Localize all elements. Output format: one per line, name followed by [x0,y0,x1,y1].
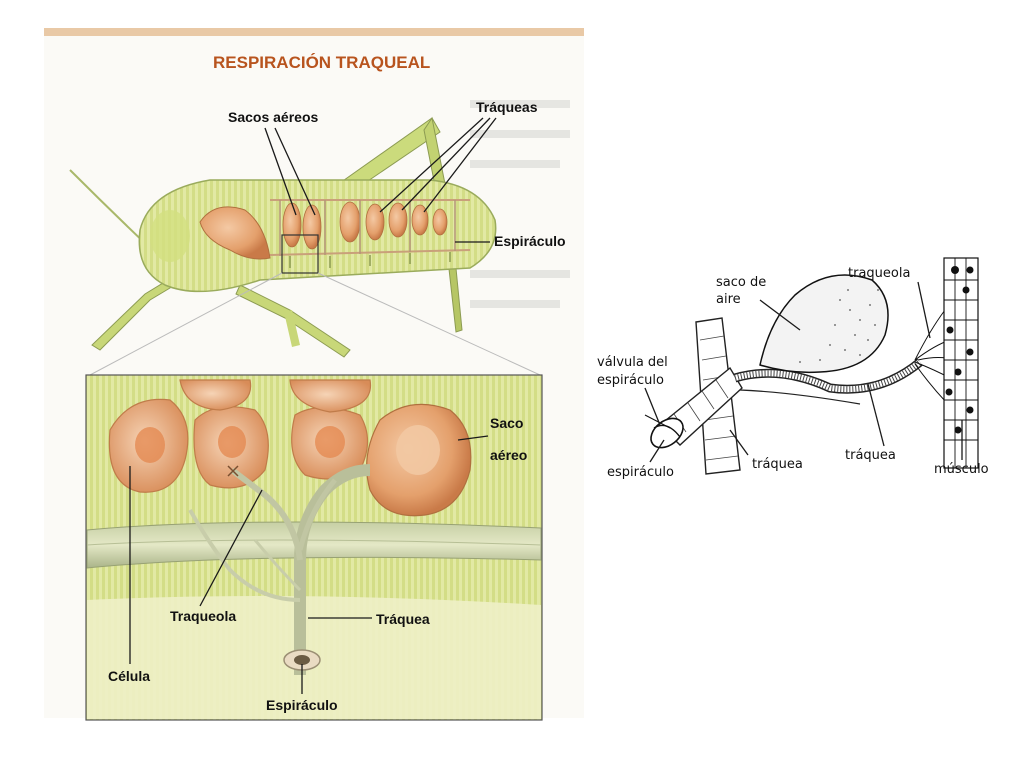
label-valvula-line2: espiráculo [597,373,664,388]
faded-background-text [470,100,570,308]
label-sacos-aereos: Sacos aéreos [228,109,318,125]
label-traquea-left: tráquea [752,457,803,472]
diagram-title: RESPIRACIÓN TRAQUEAL [213,53,430,72]
leader-lines-right [644,281,963,463]
right-panel: saco de aire traqueola válvula del espir… [597,257,989,480]
label-celula: Célula [108,668,150,684]
label-espiraculo-bottom: Espiráculo [266,697,338,713]
grasshopper-illustration [69,116,497,358]
label-espiraculo-right: espiráculo [607,465,674,480]
label-valvula-line1: válvula del [597,355,668,370]
label-traqueola-right: traqueola [848,266,910,281]
leader-lines-bottom [129,435,489,694]
stipple-dots [799,289,879,363]
muscle-drawing [943,257,979,469]
label-traqueas: Tráqueas [476,99,538,115]
label-musculo: músculo [934,462,989,477]
enlarged-tissue-panel [85,374,543,721]
label-saco-de-aire-line2: aire [716,292,741,307]
leader-lines-top [264,117,497,243]
label-saco-aereo-line2: aéreo [490,447,527,463]
label-saco-aereo-line1: Saco [490,415,523,431]
label-espiraculo-top: Espiráculo [494,233,566,249]
label-saco-de-aire-line1: saco de [716,275,766,290]
label-traquea-right: tráquea [845,448,896,463]
air-sac-drawing [759,274,889,374]
left-panel: RESPIRACIÓN TRAQUEAL [44,28,584,721]
label-traqueola: Traqueola [170,608,236,624]
zoom-box [281,234,319,274]
label-traquea: Tráquea [376,611,430,627]
